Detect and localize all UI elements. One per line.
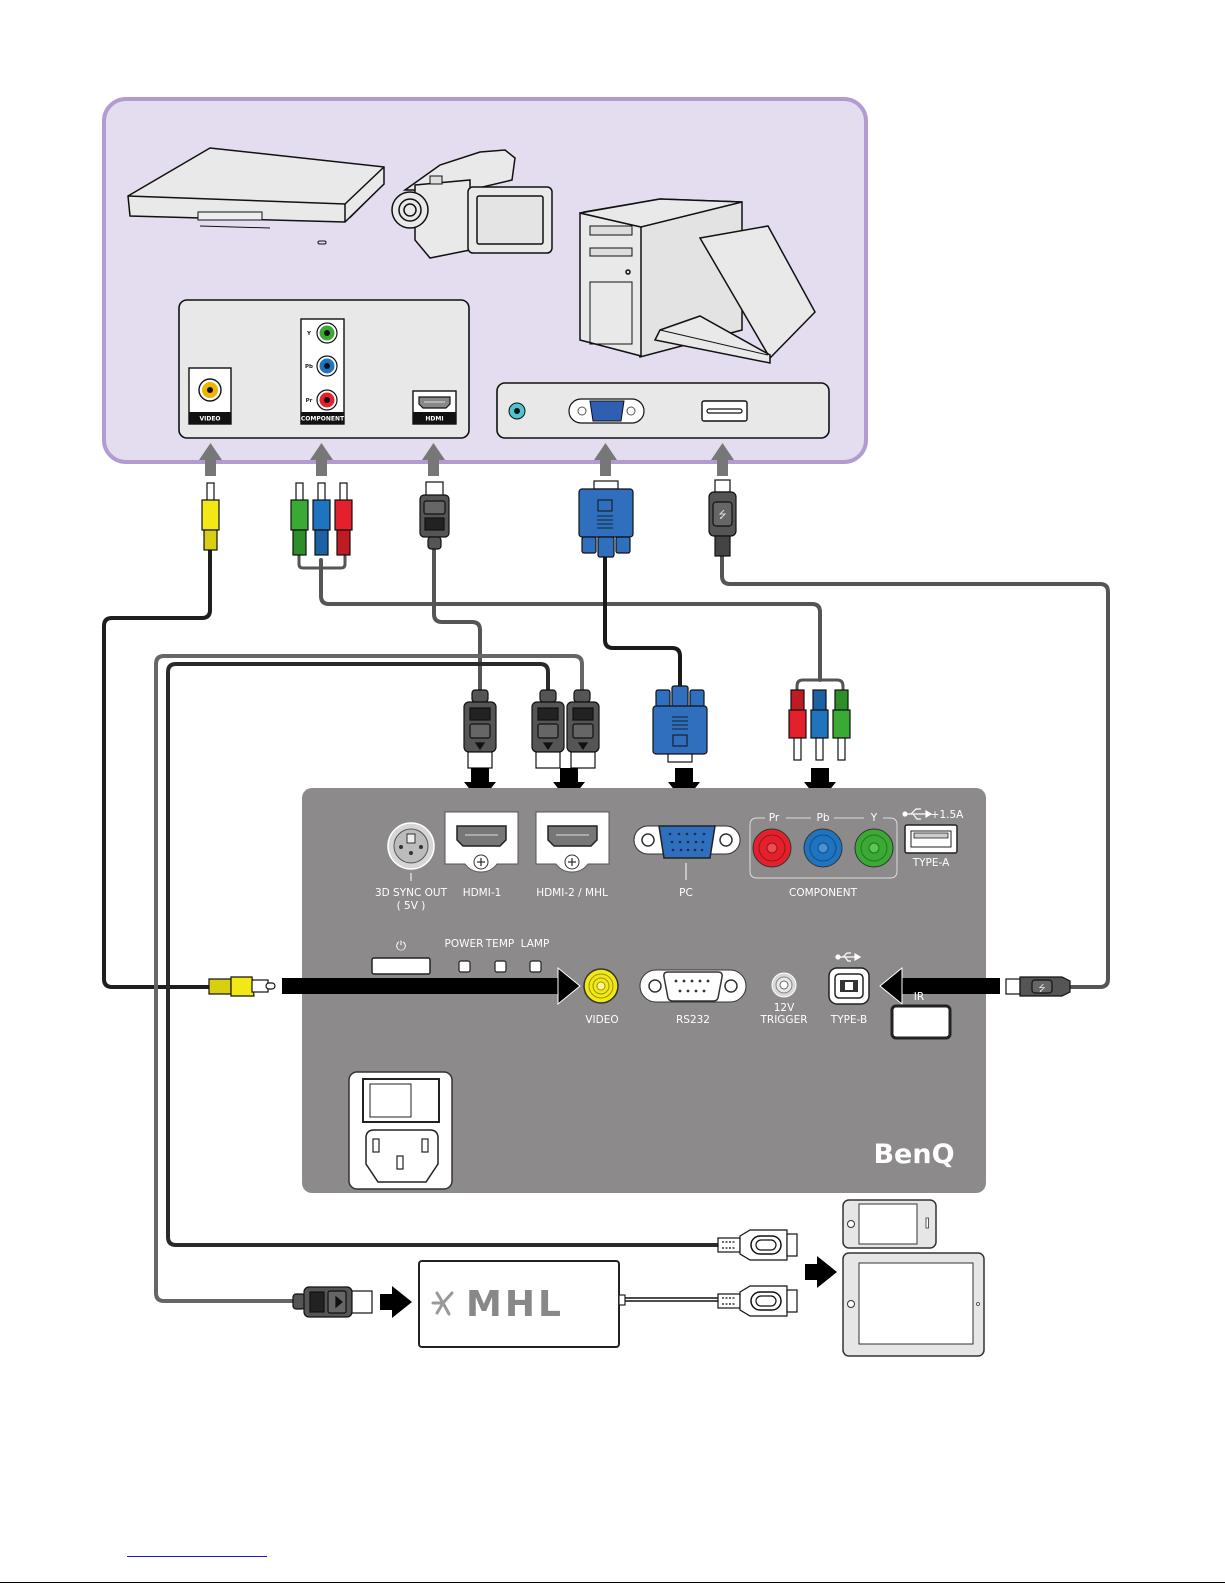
ir-label: IR: [914, 991, 924, 1003]
source-usb-port: [702, 401, 747, 421]
port-3d-sync-label: 3D SYNC OUT: [375, 887, 448, 899]
port-3d-sync-sublabel: ( 5V ): [397, 900, 426, 912]
port-component-pr-label: Pr: [769, 812, 780, 824]
source-component-port: Y Pb Pr COMPONENT: [301, 319, 345, 424]
port-component-y-label: Y: [870, 812, 878, 824]
hdmi-plug-top: [420, 482, 449, 549]
hdmi-plug-to-adapter: [293, 1287, 372, 1317]
mhl-label: MHL: [466, 1284, 564, 1325]
indicator-power-led: [459, 961, 470, 972]
port-usb-b-label: TYPE-B: [830, 1014, 867, 1026]
port-video: VIDEO: [584, 969, 619, 1026]
source-video-port: VIDEO: [189, 368, 231, 424]
vga-plug-bottom: [653, 686, 707, 762]
vga-cable: [605, 556, 680, 686]
av-source-port-board: VIDEO Y Pb Pr COMPONENT HDMI: [179, 300, 469, 438]
port-pc-label: PC: [679, 887, 693, 899]
usb-plug-side: ⭍: [1006, 977, 1070, 996]
source-component-label: COMPONENT: [301, 416, 345, 423]
hdmi-cable: [434, 548, 480, 690]
source-component-pb-label: Pb: [305, 364, 313, 370]
mhl-adapter: MHL: [419, 1261, 625, 1347]
source-hdmi-port: HDMI: [413, 391, 456, 424]
power-icon: ⏻: [396, 939, 406, 954]
footer-divider: [0, 1582, 1225, 1583]
composite-plug-top: [202, 483, 219, 550]
component-plugs-bottom: [789, 690, 850, 760]
port-trigger-label-2: TRIGGER: [759, 1014, 807, 1026]
usb-icon: ⭍: [718, 509, 726, 521]
hdmi2-plug: [532, 690, 564, 768]
indicator-temp-led: [495, 961, 506, 972]
port-rs232-label: RS232: [676, 1014, 710, 1026]
arrow-right-icon: [380, 1286, 412, 1318]
micro-usb-plug-adapter: [718, 1286, 797, 1316]
hdmi1-plug: [464, 690, 496, 768]
pc-source-port-board: [497, 383, 829, 438]
source-audio-port: [509, 403, 525, 419]
source-video-label: VIDEO: [199, 416, 220, 423]
footer-link-underline[interactable]: [127, 1556, 267, 1557]
brand-logo: BenQ: [873, 1139, 954, 1170]
port-usb-a-label: TYPE-A: [912, 857, 950, 869]
port-usb-a-spec: +1.5A: [931, 809, 964, 821]
composite-plug-side: [209, 977, 275, 996]
source-vga-port: [569, 399, 644, 423]
mhl-hdmi-plug: [567, 690, 599, 768]
tablet-illustration: [843, 1253, 984, 1356]
port-video-label: VIDEO: [585, 1014, 618, 1026]
port-hdmi-2-label: HDMI-2 / MHL: [536, 887, 608, 899]
indicator-lamp-led: [530, 961, 541, 972]
indicator-power-label: POWER: [445, 938, 484, 950]
port-trigger-label-1: 12V: [774, 1002, 795, 1014]
usb-icon: ⭍: [1038, 983, 1046, 994]
indicator-lamp-label: LAMP: [521, 938, 550, 950]
port-component-label: COMPONENT: [789, 887, 858, 899]
power-button[interactable]: [372, 958, 430, 974]
micro-usb-plug-direct: [718, 1230, 797, 1260]
usb-plug-top: ⭍: [709, 480, 736, 556]
source-component-pr-label: Pr: [306, 398, 313, 404]
power-inlet: [349, 1072, 452, 1189]
indicator-temp-label: TEMP: [485, 938, 514, 950]
source-hdmi-label: HDMI: [425, 416, 443, 423]
port-hdmi-1-label: HDMI-1: [463, 887, 502, 899]
arrow-right-icon: [805, 1256, 837, 1288]
port-component-pb-label: Pb: [817, 812, 830, 824]
vga-plug-top: [579, 481, 633, 557]
component-plugs-top: [291, 483, 352, 555]
smartphone-illustration: [843, 1200, 936, 1248]
